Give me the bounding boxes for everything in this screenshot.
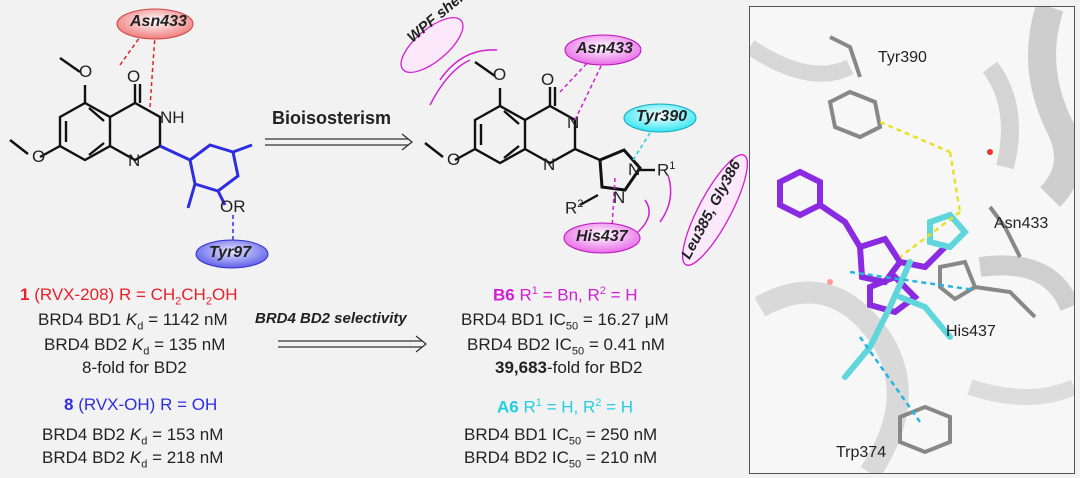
n3-right: N bbox=[567, 113, 580, 132]
a6-bd2-line: BRD4 BD2 IC50 = 210 nM bbox=[464, 448, 658, 471]
tyr97-label: Tyr97 bbox=[209, 244, 252, 261]
compound1-line: 1 (RVX-208) R = CH2CH2OH bbox=[20, 285, 238, 308]
compound8-line: 8 (RVX-OH) R = OH bbox=[64, 395, 218, 414]
pyrazole-n1: N bbox=[628, 160, 641, 179]
ome-top-o: O bbox=[79, 62, 93, 81]
o-right: O bbox=[541, 70, 555, 89]
pyrazole-ring bbox=[598, 148, 642, 192]
panel-asn433-label: Asn433 bbox=[994, 215, 1049, 232]
c1-bd1-line: BRD4 BD1 Kd = 1142 nM bbox=[38, 310, 228, 333]
o-left: O bbox=[127, 67, 141, 86]
n-left-label: N bbox=[128, 151, 141, 170]
c8-line-a: BRD4 BD2 Kd = 153 nM bbox=[42, 425, 224, 448]
nh-label: NH bbox=[160, 108, 185, 127]
binding-pose-panel: Tyr390 Asn433 His437 Trp374 bbox=[749, 6, 1075, 474]
c8-line-b: BRD4 BD2 Kd = 218 nM bbox=[42, 448, 224, 471]
c1-fold-line: 8-fold for BD2 bbox=[82, 358, 187, 377]
asn433-left-bubble bbox=[116, 8, 194, 40]
b6-line: B6 R1 = Bn, R2 = H bbox=[493, 285, 638, 305]
his437-bubble bbox=[563, 222, 641, 254]
c1-bd2-line: BRD4 BD2 Kd = 135 nM bbox=[44, 335, 226, 358]
n1-right: N bbox=[543, 155, 556, 174]
panel-tyr390-label: Tyr390 bbox=[878, 49, 927, 66]
b6-structure bbox=[424, 61, 655, 207]
selectivity-arrow bbox=[278, 335, 428, 353]
panel-trp374-label: Trp374 bbox=[836, 444, 887, 461]
asn433-right-label: Asn433 bbox=[576, 40, 633, 57]
leu385-gly386-bubble bbox=[681, 154, 749, 266]
a6-line: A6 R1 = H, R2 = H bbox=[497, 397, 634, 417]
wpf-shelf-bubble bbox=[400, 17, 464, 73]
asn433-left-label: Asn433 bbox=[130, 13, 187, 30]
bioisosterism-arrow bbox=[265, 133, 414, 151]
r2-label: R2 bbox=[565, 198, 584, 218]
a6-bd1-line: BRD4 BD1 IC50 = 250 nM bbox=[464, 425, 658, 448]
selectivity-label: BRD4 BD2 selectivity bbox=[255, 310, 407, 327]
binding-pose-render bbox=[750, 7, 1074, 473]
rvx208-structure bbox=[9, 57, 162, 162]
b6-fold-line: 39,683-fold for BD2 bbox=[495, 358, 643, 377]
asn433-right-bubble bbox=[564, 34, 642, 66]
dimethylphenyl-ring bbox=[159, 143, 253, 209]
pyrazole-n2: N bbox=[613, 188, 626, 207]
panel-his437-label: His437 bbox=[946, 323, 996, 340]
tyr390-label: Tyr390 bbox=[636, 108, 687, 125]
b6-bd1-line: BRD4 BD1 IC50 = 16.27 μM bbox=[461, 310, 669, 333]
r1-label: R1 bbox=[657, 160, 676, 180]
or-label: OR bbox=[220, 197, 246, 216]
ome-bottom-o-right: O bbox=[447, 150, 461, 169]
his437-label: His437 bbox=[576, 228, 628, 245]
bioisosterism-label: Bioisosterism bbox=[272, 108, 392, 128]
ome-bottom-o: O bbox=[32, 147, 46, 166]
tyr97-bubble bbox=[195, 239, 269, 269]
ome-top-o-right: O bbox=[493, 65, 507, 84]
b6-bd2-line: BRD4 BD2 IC50 = 0.41 nM bbox=[467, 335, 665, 358]
tyr390-bubble bbox=[623, 103, 697, 133]
